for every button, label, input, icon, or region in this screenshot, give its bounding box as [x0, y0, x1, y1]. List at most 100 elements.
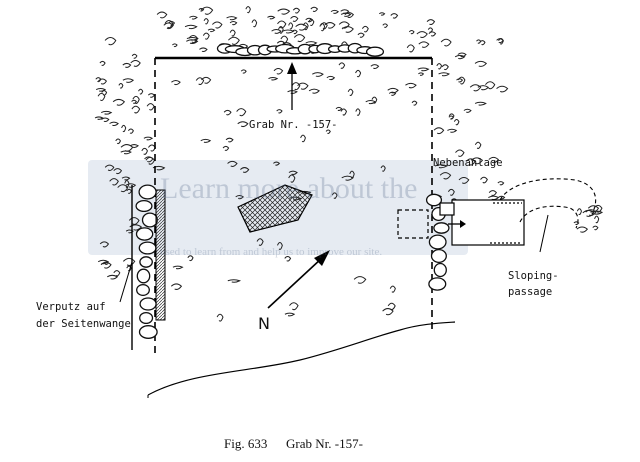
rubble-mark	[288, 170, 298, 175]
rubble-mark	[341, 175, 354, 181]
wall-stone	[136, 268, 151, 284]
rubble-mark	[447, 188, 455, 196]
rubble-mark	[488, 190, 497, 196]
rubble-mark	[355, 69, 362, 78]
rubble-mark	[331, 192, 338, 199]
rubble-mark	[448, 115, 455, 120]
rubble-mark	[454, 54, 466, 60]
rubble-mark	[120, 150, 132, 155]
rubble-mark	[440, 38, 452, 47]
wall-stone	[141, 212, 158, 228]
rubble-mark	[109, 121, 119, 127]
rubble-mark	[104, 164, 115, 171]
rubble-mark	[216, 313, 224, 322]
rubble-mark	[203, 18, 209, 25]
rubble-mark	[292, 7, 301, 14]
rubble-mark	[207, 28, 216, 33]
rubble-mark	[305, 41, 318, 46]
side-chamber-label: Nebenanlage	[433, 157, 503, 169]
rubble-mark	[428, 31, 437, 37]
rubble-mark	[288, 174, 296, 183]
rubble-mark	[371, 96, 378, 104]
rubble-mark	[200, 138, 212, 143]
rubble-mark	[187, 255, 194, 262]
rubble-mark	[251, 19, 258, 28]
wall-stone	[136, 283, 150, 297]
rubble-mark	[291, 29, 298, 35]
rubble-mark	[131, 53, 138, 59]
rubble-mark	[357, 32, 365, 38]
rubble-mark	[496, 85, 509, 93]
rubble-mark	[223, 109, 232, 116]
plaster-hatching	[155, 189, 166, 321]
rubble-mark	[300, 134, 306, 143]
rubble-mark	[267, 15, 276, 20]
rubble-mark	[245, 6, 251, 14]
watermark-subtext: used to learn from and help us to improv…	[160, 246, 383, 258]
sloping-label-1: Sloping-	[508, 270, 559, 282]
rubble-mark	[95, 87, 107, 92]
rubble-mark	[228, 36, 240, 45]
rubble-mark	[240, 167, 250, 173]
rubble-mark	[312, 72, 324, 77]
rubble-mark	[573, 221, 580, 226]
side-chamber	[397, 199, 525, 246]
rubble-mark	[184, 24, 198, 30]
rubble-mark	[98, 78, 108, 85]
rubble-mark	[131, 99, 137, 104]
north-arrow-icon	[267, 250, 330, 309]
rubble-mark	[338, 21, 350, 29]
rubble-mark	[277, 8, 291, 15]
rubble-mark	[101, 90, 108, 96]
rubble-mark	[186, 37, 199, 41]
rubble-mark	[289, 302, 299, 311]
rubble-mark	[361, 25, 369, 33]
rubble-mark	[340, 108, 348, 116]
rubble-mark	[200, 6, 214, 15]
rubble-mark	[127, 128, 134, 134]
rubble-mark	[411, 100, 418, 106]
rubble-mark	[576, 208, 582, 216]
rubble-mark	[370, 64, 380, 69]
rubble-mark	[340, 12, 352, 17]
rubble-mark	[338, 62, 346, 69]
rubble-mark	[455, 149, 465, 157]
rubble-mark	[201, 76, 212, 84]
rubble-mark	[120, 144, 134, 152]
rubble-mark	[389, 285, 396, 293]
rubble-mark	[457, 52, 467, 58]
rubble-mark	[441, 64, 449, 71]
entrance-arrow-icon	[448, 220, 466, 228]
rubble-mark	[130, 60, 141, 67]
rubble-mark	[353, 276, 367, 284]
rubble-mark	[582, 209, 595, 217]
rubble-mark	[227, 160, 238, 167]
rubble-mark	[189, 15, 198, 20]
rubble-mark	[278, 26, 284, 34]
sloping-passage	[499, 178, 597, 229]
passage-rubble	[573, 204, 604, 233]
wall-stone	[135, 199, 153, 213]
rubble-mark	[458, 176, 470, 184]
rubble-mark	[147, 93, 155, 98]
rubble-mark	[132, 95, 140, 104]
rubble-mark	[225, 137, 234, 143]
rubble-mark	[463, 108, 472, 113]
rubble-mark	[439, 172, 452, 180]
sloping-label-2: passage	[508, 286, 553, 298]
rubble-mark	[115, 138, 121, 145]
rubble-mark	[99, 241, 110, 248]
rubble-mark	[222, 145, 230, 151]
rubble-mark	[382, 23, 389, 28]
rubble-mark	[576, 226, 589, 233]
rubble-mark	[498, 195, 506, 200]
rubble-mark	[121, 176, 131, 181]
rubble-mark	[99, 60, 106, 66]
rubble-mark	[488, 195, 500, 201]
rubble-mark	[355, 108, 361, 116]
rubble-mark	[485, 81, 496, 90]
rubble-mark	[112, 98, 126, 106]
rubble-mark	[406, 44, 415, 53]
rubble-mark	[97, 92, 106, 101]
rubble-mark	[146, 103, 155, 111]
